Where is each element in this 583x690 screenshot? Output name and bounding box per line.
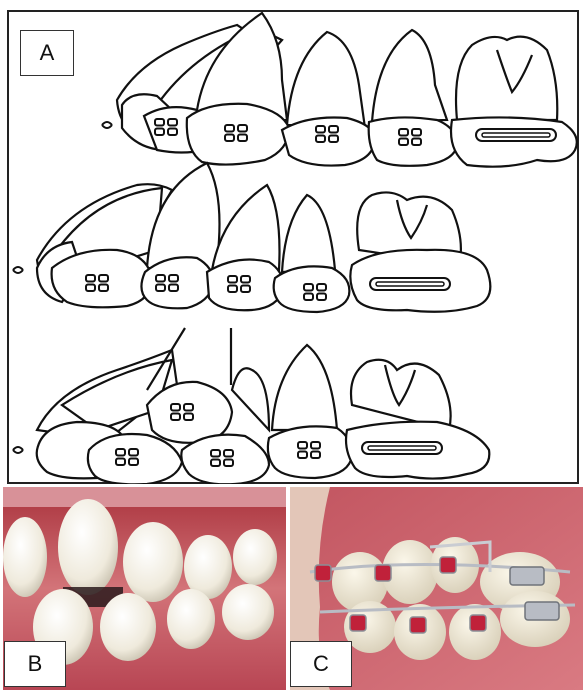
gingiva-mark-icon xyxy=(13,447,23,453)
row-3-teeth xyxy=(37,328,490,484)
panel-a-label: A xyxy=(20,30,74,76)
panel-c-label: C xyxy=(290,641,352,687)
gingiva-mark-icon xyxy=(13,267,23,273)
tooth-diagram xyxy=(7,10,579,484)
panel-b-label: B xyxy=(4,641,66,687)
row-1-teeth xyxy=(117,13,577,167)
gingiva-mark-icon xyxy=(102,122,112,128)
